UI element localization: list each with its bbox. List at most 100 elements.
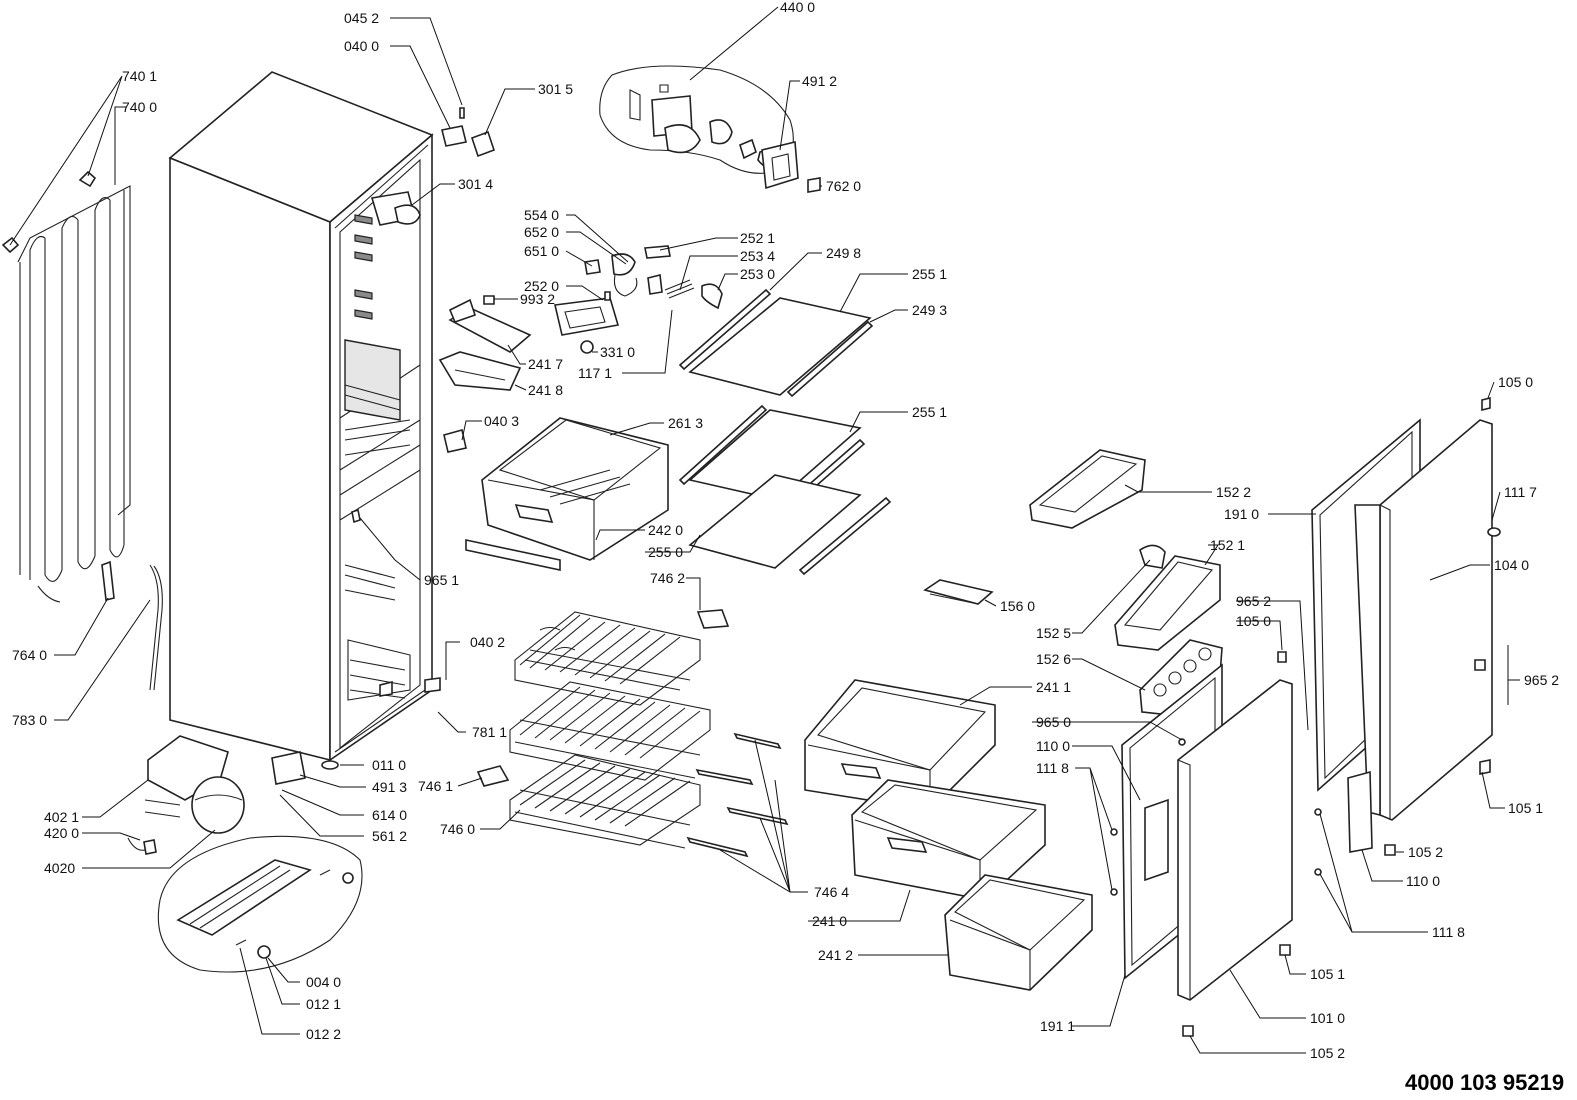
- label-111-8-a: 111 8: [1036, 760, 1069, 776]
- label-965-1: 965 1: [424, 572, 459, 588]
- label-301-5: 301 5: [538, 81, 573, 97]
- label-040-3: 040 3: [484, 413, 519, 429]
- label-011-0: 011 0: [372, 757, 406, 773]
- label-993-2: 993 2: [520, 291, 555, 307]
- part-labels: 045 2 040 0 740 1 740 0 301 5 301 4 440 …: [12, 0, 1559, 1061]
- wire-basket-3: [509, 754, 701, 849]
- label-105-1-b: 105 1: [1310, 966, 1345, 982]
- shelf-trim-249-3: [786, 320, 874, 398]
- label-101-0: 101 0: [1310, 1010, 1345, 1026]
- label-554-0: 554 0: [524, 207, 559, 223]
- cover-241-7: [448, 298, 532, 353]
- clip-762-0: [807, 177, 821, 193]
- relay-491-3: [271, 751, 306, 785]
- clip-152-5: [1139, 544, 1166, 569]
- label-965-0: 965 0: [1036, 714, 1071, 730]
- label-241-1: 241 1: [1036, 679, 1071, 695]
- label-241-0: 241 0: [812, 913, 847, 929]
- drawer-241-0: [851, 779, 1046, 901]
- top-hinge: [441, 107, 467, 147]
- condenser: [1, 170, 131, 603]
- drawer-241-1: [804, 679, 996, 811]
- label-004-0: 004 0: [306, 974, 341, 990]
- label-420-0: 420 0: [44, 825, 79, 841]
- small-parts-base: [127, 799, 181, 855]
- label-117-1: 117 1: [578, 365, 612, 381]
- label-331-0: 331 0: [600, 344, 635, 360]
- label-491-3: 491 3: [372, 779, 407, 795]
- label-651-0: 651 0: [524, 243, 559, 259]
- glass-shelf-upper: [688, 297, 872, 396]
- label-746-1: 746 1: [418, 778, 453, 794]
- label-152-5: 152 5: [1036, 625, 1071, 641]
- label-105-1-a: 105 1: [1508, 800, 1543, 816]
- label-249-3: 249 3: [912, 302, 947, 318]
- wire-basket-2: [509, 681, 711, 781]
- label-253-4: 253 4: [740, 248, 775, 264]
- hinge-040-3: [443, 429, 467, 453]
- label-110-0-b: 110 0: [1406, 873, 1440, 889]
- label-746-0: 746 0: [440, 821, 475, 837]
- rails-746-4: [686, 732, 789, 858]
- label-252-0: 252 0: [524, 278, 559, 294]
- label-440-0: 440 0: [780, 0, 815, 15]
- label-402-1: 402 1: [44, 809, 79, 825]
- door-101-0: [1177, 679, 1293, 1001]
- label-740-0: 740 0: [122, 99, 157, 115]
- door-104-0: [1354, 419, 1493, 821]
- label-614-0: 614 0: [372, 807, 407, 823]
- label-012-2: 012 2: [306, 1026, 341, 1042]
- label-111-7: 111 7: [1504, 484, 1537, 500]
- clip-746-2: [696, 609, 730, 629]
- label-301-4: 301 4: [458, 176, 493, 192]
- label-783-0: 783 0: [12, 712, 47, 728]
- label-652-0: 652 0: [524, 224, 559, 240]
- cover-301-5: [470, 130, 496, 158]
- label-746-4: 746 4: [814, 884, 849, 900]
- label-241-8: 241 8: [528, 382, 563, 398]
- label-253-0: 253 0: [740, 266, 775, 282]
- label-040-0: 040 0: [344, 38, 379, 54]
- small-parts-doors: [1110, 651, 1491, 1037]
- label-261-3: 261 3: [668, 415, 703, 431]
- label-252-1: 252 1: [740, 230, 775, 246]
- door-handle-110-0: [1144, 770, 1373, 882]
- label-762-0: 762 0: [826, 178, 861, 194]
- label-491-2: 491 2: [802, 73, 837, 89]
- leader-lines: [9, 6, 1520, 1054]
- label-781-1: 781 1: [472, 724, 507, 740]
- label-105-2-a: 105 2: [1408, 844, 1443, 860]
- wire-basket-1: [514, 611, 701, 706]
- drawer-241-2: [944, 874, 1093, 991]
- label-191-0: 191 0: [1224, 506, 1259, 522]
- label-191-1: 191 1: [1040, 1018, 1075, 1034]
- clip-746-1: [476, 765, 510, 787]
- cover-241-8: [438, 351, 522, 391]
- label-242-0: 242 0: [648, 522, 683, 538]
- label-965-2-a: 965 2: [1236, 593, 1271, 609]
- compressor: [191, 776, 245, 834]
- sensor-tube-764: [101, 560, 115, 601]
- label-241-7: 241 7: [528, 356, 563, 372]
- label-156-0: 156 0: [1000, 598, 1035, 614]
- label-746-2: 746 2: [650, 570, 685, 586]
- label-255-1-b: 255 1: [912, 404, 947, 420]
- label-255-0: 255 0: [648, 544, 683, 560]
- label-111-8-b: 111 8: [1432, 924, 1465, 940]
- label-965-2-b: 965 2: [1524, 672, 1559, 688]
- label-249-8: 249 8: [826, 245, 861, 261]
- control-parts: [483, 245, 723, 354]
- tray-156-0: [923, 579, 994, 605]
- door-bin-152-1: [1114, 555, 1221, 651]
- label-105-2-b: 105 2: [1310, 1045, 1345, 1061]
- label-105-0-a: 105 0: [1498, 374, 1533, 390]
- handle-111-7: [1487, 527, 1501, 537]
- glass-shelf-lower: [688, 474, 892, 576]
- label-561-2: 561 2: [372, 828, 407, 844]
- label-152-1: 152 1: [1210, 537, 1245, 553]
- drawing-code: 4000 103 95219: [1405, 1070, 1564, 1095]
- label-152-6: 152 6: [1036, 651, 1071, 667]
- label-740-1: 740 1: [122, 68, 157, 84]
